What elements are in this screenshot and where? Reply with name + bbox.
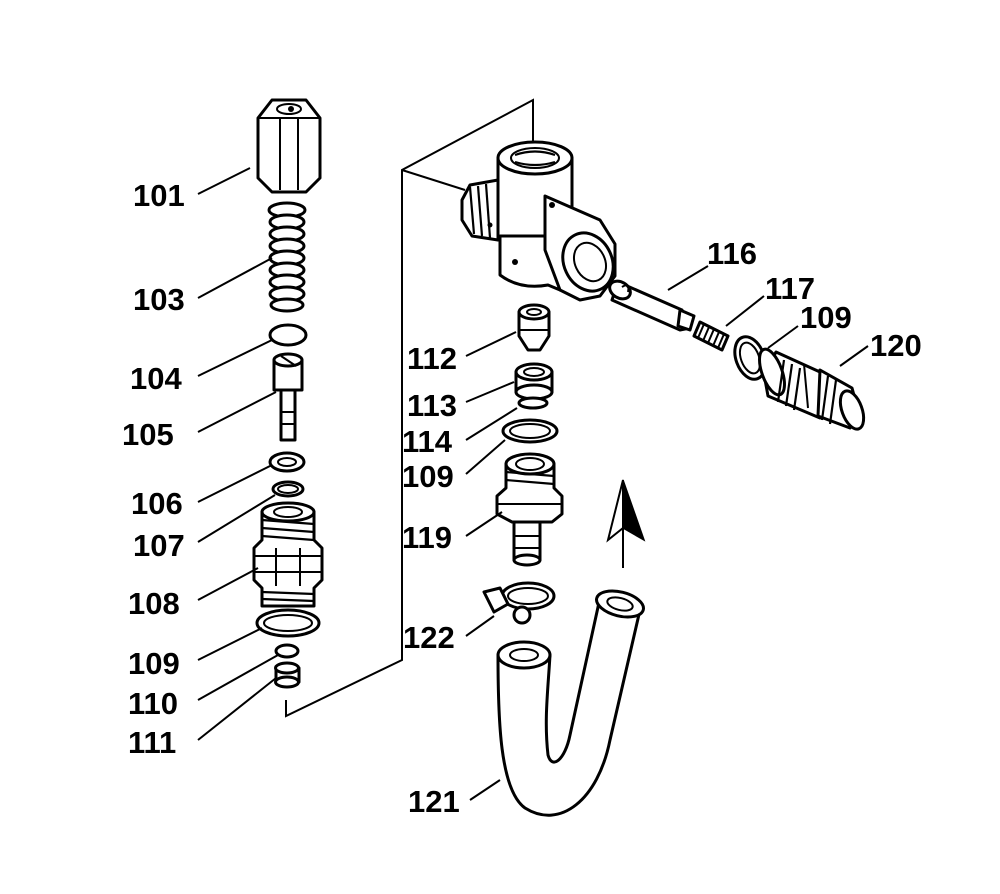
part-110-small-ring xyxy=(274,643,300,659)
leader-lines xyxy=(197,167,869,801)
part-109-o-ring-left xyxy=(255,608,321,638)
part-116-valve-stem xyxy=(608,279,696,332)
label-109-left: 109 xyxy=(128,646,180,681)
flow-direction-arrow-icon xyxy=(606,479,646,568)
label-107: 107 xyxy=(133,528,185,563)
label-104: 104 xyxy=(130,361,182,396)
label-113: 113 xyxy=(407,388,458,423)
part-119-hose-nipple xyxy=(495,452,564,567)
label-103: 103 xyxy=(133,282,185,317)
label-109-right: 109 xyxy=(800,300,852,335)
part-106-ring xyxy=(268,451,306,473)
label-120: 120 xyxy=(870,328,922,363)
part-109-o-ring-middle xyxy=(501,418,559,444)
part-113-sleeve xyxy=(514,362,554,401)
part-114-small-ring xyxy=(517,396,549,410)
part-101-cap-nut xyxy=(256,98,322,194)
part-111-seat xyxy=(274,661,301,689)
part-117-small-spring xyxy=(692,320,730,352)
part-108-threaded-body xyxy=(252,501,324,608)
part-120-threaded-union xyxy=(758,347,866,431)
label-112: 112 xyxy=(407,341,458,376)
label-108: 108 xyxy=(128,586,180,621)
part-103-spring xyxy=(267,201,307,313)
part-112-check-nipple xyxy=(517,303,551,352)
label-122: 122 xyxy=(403,620,455,655)
label-101: 101 xyxy=(133,178,185,213)
label-121: 121 xyxy=(408,784,460,819)
part-105-valve-piston xyxy=(272,352,304,442)
label-114: 114 xyxy=(402,424,453,459)
label-117: 117 xyxy=(765,271,816,306)
part-122-hose-clamp xyxy=(482,581,556,625)
label-111: 111 xyxy=(128,725,177,760)
part-104-disc xyxy=(268,323,308,347)
label-110: 110 xyxy=(128,686,179,721)
assembly-connector-line xyxy=(285,98,534,718)
part-121-u-hose xyxy=(496,589,645,817)
label-116: 116 xyxy=(707,236,758,271)
label-119: 119 xyxy=(402,520,453,555)
t-body-housing xyxy=(460,140,617,302)
part-107-o-ring xyxy=(271,480,305,498)
label-106: 106 xyxy=(131,486,183,521)
label-109-middle: 109 xyxy=(402,459,454,494)
label-105: 105 xyxy=(122,417,174,452)
